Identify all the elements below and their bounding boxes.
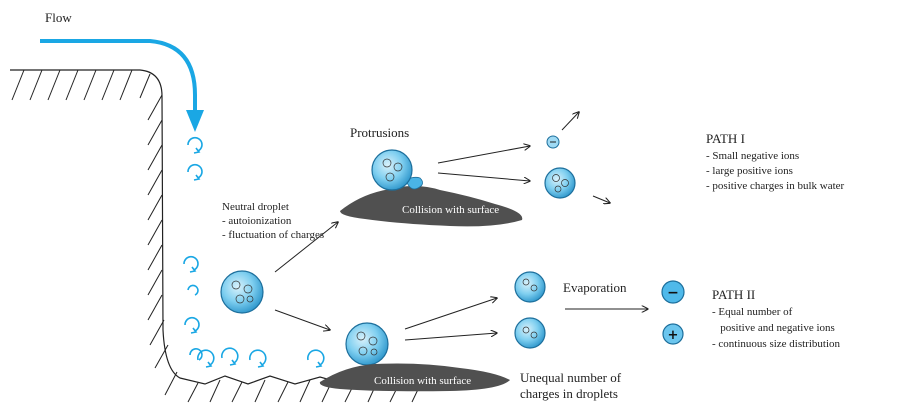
path1-item: - large positive ions — [706, 165, 793, 177]
collision-surface-top: Collision with surface — [340, 186, 523, 227]
flow-label: Flow — [45, 10, 72, 25]
droplet-icon — [514, 271, 546, 303]
vortex-group — [183, 136, 325, 368]
droplet-icon — [371, 149, 423, 191]
vortex-icon — [187, 136, 203, 154]
arrow-to-protrusions — [274, 222, 338, 273]
path2-item: - Equal number of — [712, 306, 793, 318]
arrow-small-ion-away — [561, 112, 579, 131]
path2-item: positive and negative ions — [712, 322, 835, 334]
vortex-icon — [307, 349, 325, 368]
vortex-icon — [183, 255, 199, 273]
path1-item: - Small negative ions — [706, 150, 799, 162]
arrow-large-ion-away — [592, 195, 610, 203]
neutral-droplet-title: Neutral droplet — [222, 201, 289, 213]
collision-bottom-label: Collision with surface — [374, 375, 471, 387]
droplet-icon — [544, 167, 576, 199]
wall-surface — [10, 69, 446, 403]
droplet-icon — [220, 270, 264, 314]
arrow-to-large-ion — [437, 172, 530, 181]
positive-ion-symbol: + — [668, 328, 679, 343]
curved-flow-arrow-icon — [40, 39, 204, 132]
path2-title: PATH II — [712, 287, 755, 302]
vortex-icon — [184, 316, 200, 334]
neutral-droplet-line2: - fluctuation of charges — [222, 229, 324, 241]
neutral-droplet-line1: - autoionization — [222, 215, 292, 227]
arrow-to-droplet-a — [404, 298, 497, 330]
unequal-charges-line1: Unequal number of — [520, 370, 622, 385]
droplet-icon — [345, 322, 389, 366]
vortex-icon — [221, 347, 239, 366]
arrow-to-small-ion — [437, 146, 530, 164]
vortex-icon — [189, 348, 203, 361]
positive-ion-icon: + — [662, 323, 684, 345]
negative-ion-icon: − — [661, 280, 685, 304]
evaporation-label: Evaporation — [563, 280, 627, 295]
vortex-icon — [197, 349, 215, 368]
arrow-to-collision — [274, 309, 330, 330]
negative-ion-symbol: − — [667, 285, 679, 301]
path2-item: - continuous size distribution — [712, 338, 841, 350]
path1-item: - positive charges in bulk water — [706, 180, 845, 192]
negative-ion-icon — [546, 135, 560, 149]
protrusions-label: Protrusions — [350, 125, 409, 140]
vortex-icon — [187, 284, 199, 296]
vortex-icon — [249, 349, 267, 368]
vortex-icon — [187, 163, 203, 181]
droplet-icon — [514, 317, 546, 349]
collision-top-label: Collision with surface — [402, 204, 499, 216]
unequal-charges-line2: charges in droplets — [520, 386, 618, 401]
arrow-to-droplet-b — [404, 333, 497, 341]
path1-title: PATH I — [706, 131, 745, 146]
collision-surface-bottom: Collision with surface — [319, 363, 510, 392]
